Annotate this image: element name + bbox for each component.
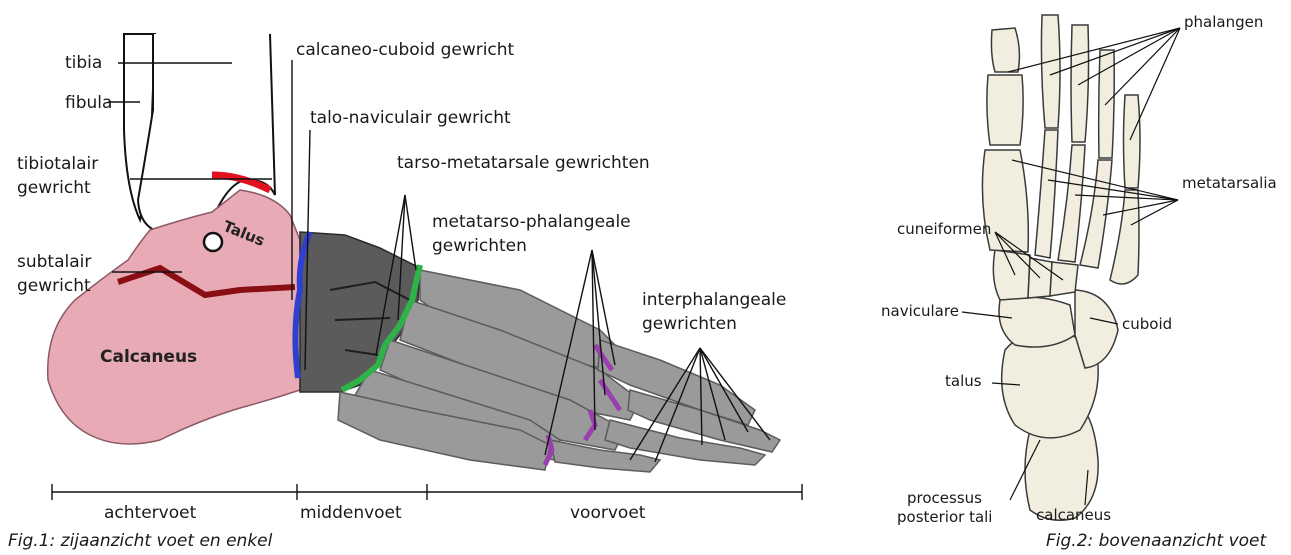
tarso-metatarsale-label: tarso-metatarsale gewrichten <box>397 153 650 173</box>
talo-naviculair-label: talo-naviculair gewricht <box>310 108 511 128</box>
foot-top-view-diagram <box>982 15 1140 520</box>
voorvoet-label: voorvoet <box>570 503 645 523</box>
cuneiform-3-top <box>1050 262 1078 296</box>
cuboid-bone-top <box>1075 290 1118 368</box>
navicular-bone-top <box>999 297 1075 347</box>
interphalangeale-label-line1: interphalangeale <box>642 290 786 310</box>
metatarsal-3 <box>1058 145 1085 262</box>
calcaneus-bone-label: Calcaneus <box>100 347 197 367</box>
subtalair-label-line2: gewricht <box>17 276 91 296</box>
toe5-phalanges <box>1124 95 1141 188</box>
metatarso-phalangeale-label-line1: metatarso-phalangeale <box>432 212 631 232</box>
processus-label-line1: processus <box>907 490 982 507</box>
calcaneo-cuboid-label: calcaneo-cuboid gewricht <box>296 40 514 60</box>
cuboid-label: cuboid <box>1122 316 1172 333</box>
foot-region-scale <box>52 484 802 500</box>
interphalangeale-label-line2: gewrichten <box>642 314 737 334</box>
metatarso-phalangeale-label-line2: gewrichten <box>432 236 527 256</box>
talus-marker-circle <box>204 233 222 251</box>
metatarsalia-label: metatarsalia <box>1182 175 1277 192</box>
achtervoet-label: achtervoet <box>104 503 196 523</box>
fig1-caption: Fig.1: zijaanzicht voet en enkel <box>8 531 272 551</box>
processus-label-line2: posterior tali <box>897 509 992 526</box>
subtalair-label-line1: subtalair <box>17 252 91 272</box>
toe2-phalanges <box>1041 15 1060 128</box>
fig2-caption: Fig.2: bovenaanzicht voet <box>1046 531 1266 551</box>
cuneiform-1-top <box>993 250 1030 300</box>
calcaneus-label-top: calcaneus <box>1036 507 1111 524</box>
cuneiformen-label: cuneiformen <box>897 221 991 238</box>
fibula-label: fibula <box>65 93 112 113</box>
middenvoet-label: middenvoet <box>300 503 402 523</box>
tibiotalair-label-line2: gewricht <box>17 178 91 198</box>
metatarsal-2 <box>1035 130 1058 258</box>
tibiotalair-label-line1: tibiotalair <box>17 154 98 174</box>
tibia-label: tibia <box>65 53 102 73</box>
naviculare-label: naviculare <box>881 303 959 320</box>
hallux-phalanx-proximal <box>987 75 1023 145</box>
talus-label-top: talus <box>945 373 982 390</box>
hallux-phalanx-distal <box>991 28 1019 72</box>
calcaneus-talus-bone <box>48 190 302 444</box>
phalangen-label: phalangen <box>1184 14 1263 31</box>
metatarsal-5 <box>1110 190 1139 284</box>
